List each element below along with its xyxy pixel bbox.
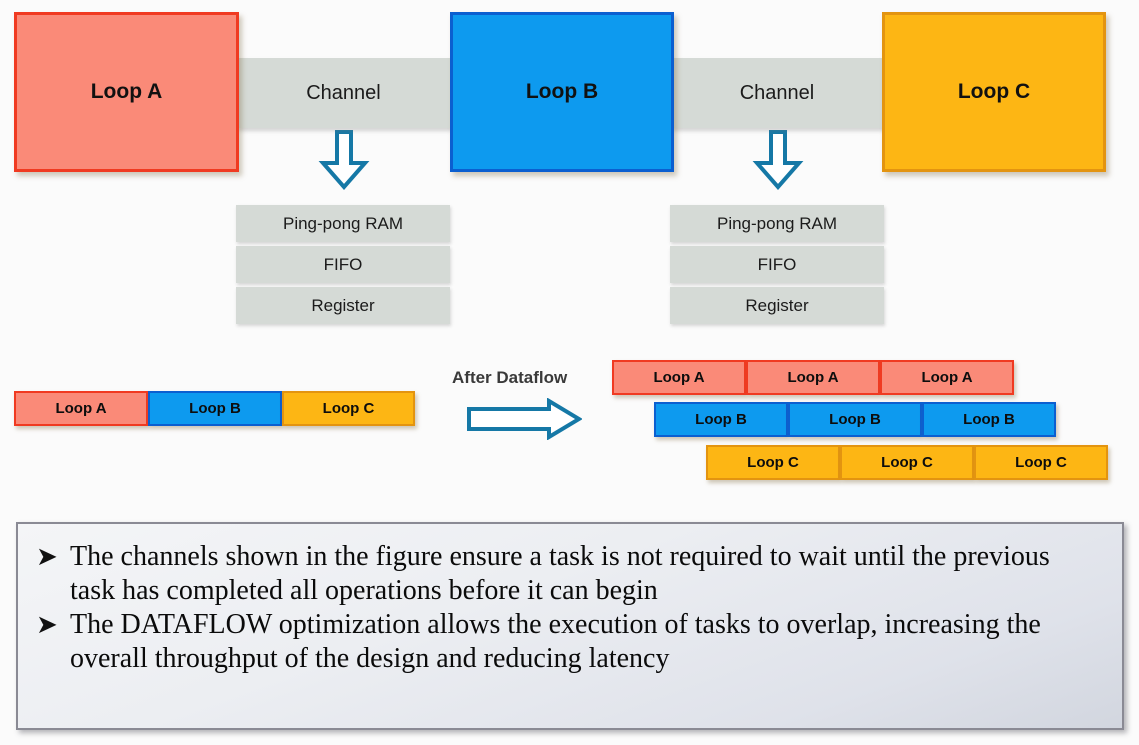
after-dataflow-label: After Dataflow (452, 368, 567, 388)
pipeline-row-c-bar-3: Loop C (974, 445, 1108, 480)
channel-bar-left-label: Channel (306, 81, 381, 104)
timeline-bar-label: Loop A (55, 400, 107, 417)
storage-label: Register (745, 295, 809, 315)
channel-detail-right-register: Register (670, 287, 884, 324)
timeline-before-bar-c: Loop C (282, 391, 415, 426)
loop-block-a-label: Loop A (90, 80, 163, 103)
notes-panel: ➤ The channels shown in the figure ensur… (16, 522, 1124, 730)
channel-bar-left: Channel (236, 58, 451, 128)
timeline-before-bar-a: Loop A (14, 391, 148, 426)
loop-block-c: Loop C (882, 12, 1106, 172)
channel-detail-left-register: Register (236, 287, 450, 324)
loop-block-b-label: Loop B (525, 80, 599, 103)
pipeline-row-a-bar-2: Loop A (746, 360, 880, 395)
note-item-2-text: The DATAFLOW optimization allows the exe… (70, 609, 1041, 674)
channel-bar-right: Channel (670, 58, 884, 128)
loop-block-a: Loop A (14, 12, 239, 172)
pipeline-bar-label: Loop B (829, 411, 881, 428)
loop-block-b: Loop B (450, 12, 674, 172)
pipeline-row-a-bar-3: Loop A (880, 360, 1014, 395)
pipeline-bar-label: Loop A (921, 369, 973, 386)
pipeline-row-b-bar-3: Loop B (922, 402, 1056, 437)
pipeline-bar-label: Loop A (787, 369, 839, 386)
loop-block-c-label: Loop C (957, 80, 1031, 103)
down-arrow-icon-right (750, 130, 806, 190)
pipeline-bar-label: Loop C (881, 454, 933, 471)
pipeline-row-b-bar-2: Loop B (788, 402, 922, 437)
storage-label: FIFO (323, 254, 363, 274)
after-dataflow-text: After Dataflow (452, 368, 568, 387)
pipeline-row-c-bar-1: Loop C (706, 445, 840, 480)
channel-bar-right-label: Channel (739, 81, 815, 104)
pipeline-bar-label: Loop C (747, 454, 799, 471)
storage-label: Ping-pong RAM (716, 213, 837, 233)
pipeline-bar-label: Loop A (653, 369, 705, 386)
down-arrow-icon (316, 130, 372, 190)
note-item-2: ➤ The DATAFLOW optimization allows the e… (36, 608, 1096, 676)
timeline-bar-label: Loop C (322, 400, 375, 417)
storage-label: FIFO (757, 254, 797, 274)
pipeline-bar-label: Loop B (963, 411, 1015, 428)
storage-label: Register (311, 295, 375, 315)
channel-detail-right-ping-pong-ram: Ping-pong RAM (670, 205, 884, 242)
pipeline-row-b-bar-1: Loop B (654, 402, 788, 437)
note-item-1: ➤ The channels shown in the figure ensur… (36, 540, 1096, 608)
timeline-before-bar-b: Loop B (148, 391, 282, 426)
channel-detail-left-ping-pong-ram: Ping-pong RAM (236, 205, 450, 242)
channel-detail-right-fifo: FIFO (670, 246, 884, 283)
pipeline-bar-label: Loop C (1015, 454, 1067, 471)
storage-label: Ping-pong RAM (282, 213, 403, 233)
bullet-arrow-icon: ➤ (36, 542, 58, 571)
timeline-bar-label: Loop B (189, 400, 241, 417)
bullet-arrow-icon: ➤ (36, 610, 58, 639)
right-arrow-icon (466, 398, 582, 440)
channel-detail-left-fifo: FIFO (236, 246, 450, 283)
pipeline-row-c-bar-2: Loop C (840, 445, 974, 480)
pipeline-row-a-bar-1: Loop A (612, 360, 746, 395)
pipeline-bar-label: Loop B (695, 411, 747, 428)
note-item-1-text: The channels shown in the figure ensure … (70, 541, 1050, 606)
